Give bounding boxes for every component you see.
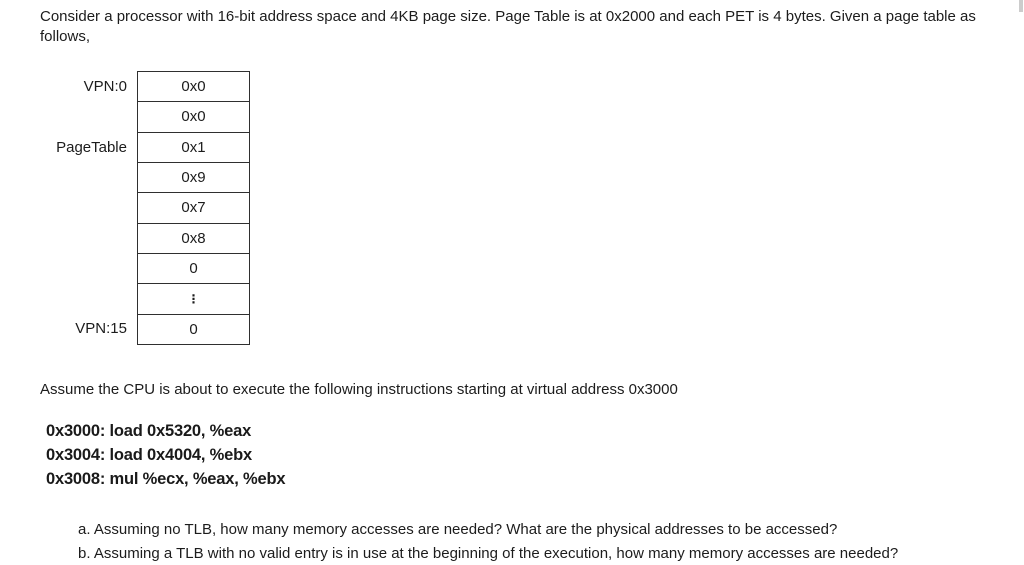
page-table-cell: 0x9 [138, 163, 249, 194]
question-list: a. Assuming no TLB, how many memory acce… [78, 518, 898, 565]
page-table-cell: 0 [189, 320, 198, 338]
scrollbar-artifact [1019, 0, 1023, 12]
page-table-cell: 0x7 [138, 193, 249, 224]
page-table-ellipsis-cell: ⋮ [138, 284, 249, 315]
assume-paragraph: Assume the CPU is about to execute the f… [40, 381, 678, 398]
page-table-cell: 0x1 [138, 133, 249, 163]
question-a: a. Assuming no TLB, how many memory acce… [78, 521, 838, 538]
label-pagetable: PageTable [56, 139, 127, 156]
instruction-line: 0x3004: load 0x4004, %ebx [46, 446, 252, 464]
instruction-line: 0x3008: mul %ecx, %eax, %ebx [46, 470, 286, 488]
instruction-line: 0x3000: load 0x5320, %eax [46, 422, 252, 440]
page-table-cell: 0 [138, 254, 249, 285]
page-table-cell: 0x0 [138, 72, 249, 103]
page-table-cell: 0x8 [138, 224, 249, 254]
instruction-listing: 0x3000: load 0x5320, %eax 0x3004: load 0… [46, 419, 286, 491]
label-vpn15: VPN:15 [75, 320, 127, 337]
page-table: 0x0 0x0 0x1 0x9 0x7 0x8 0 ⋮ 0 [137, 71, 250, 345]
label-vpn0: VPN:0 [83, 78, 127, 95]
page-table-cell: 0x0 [138, 102, 249, 133]
intro-paragraph: Consider a processor with 16-bit address… [40, 8, 976, 45]
question-b: b. Assuming a TLB with no valid entry is… [78, 545, 899, 562]
